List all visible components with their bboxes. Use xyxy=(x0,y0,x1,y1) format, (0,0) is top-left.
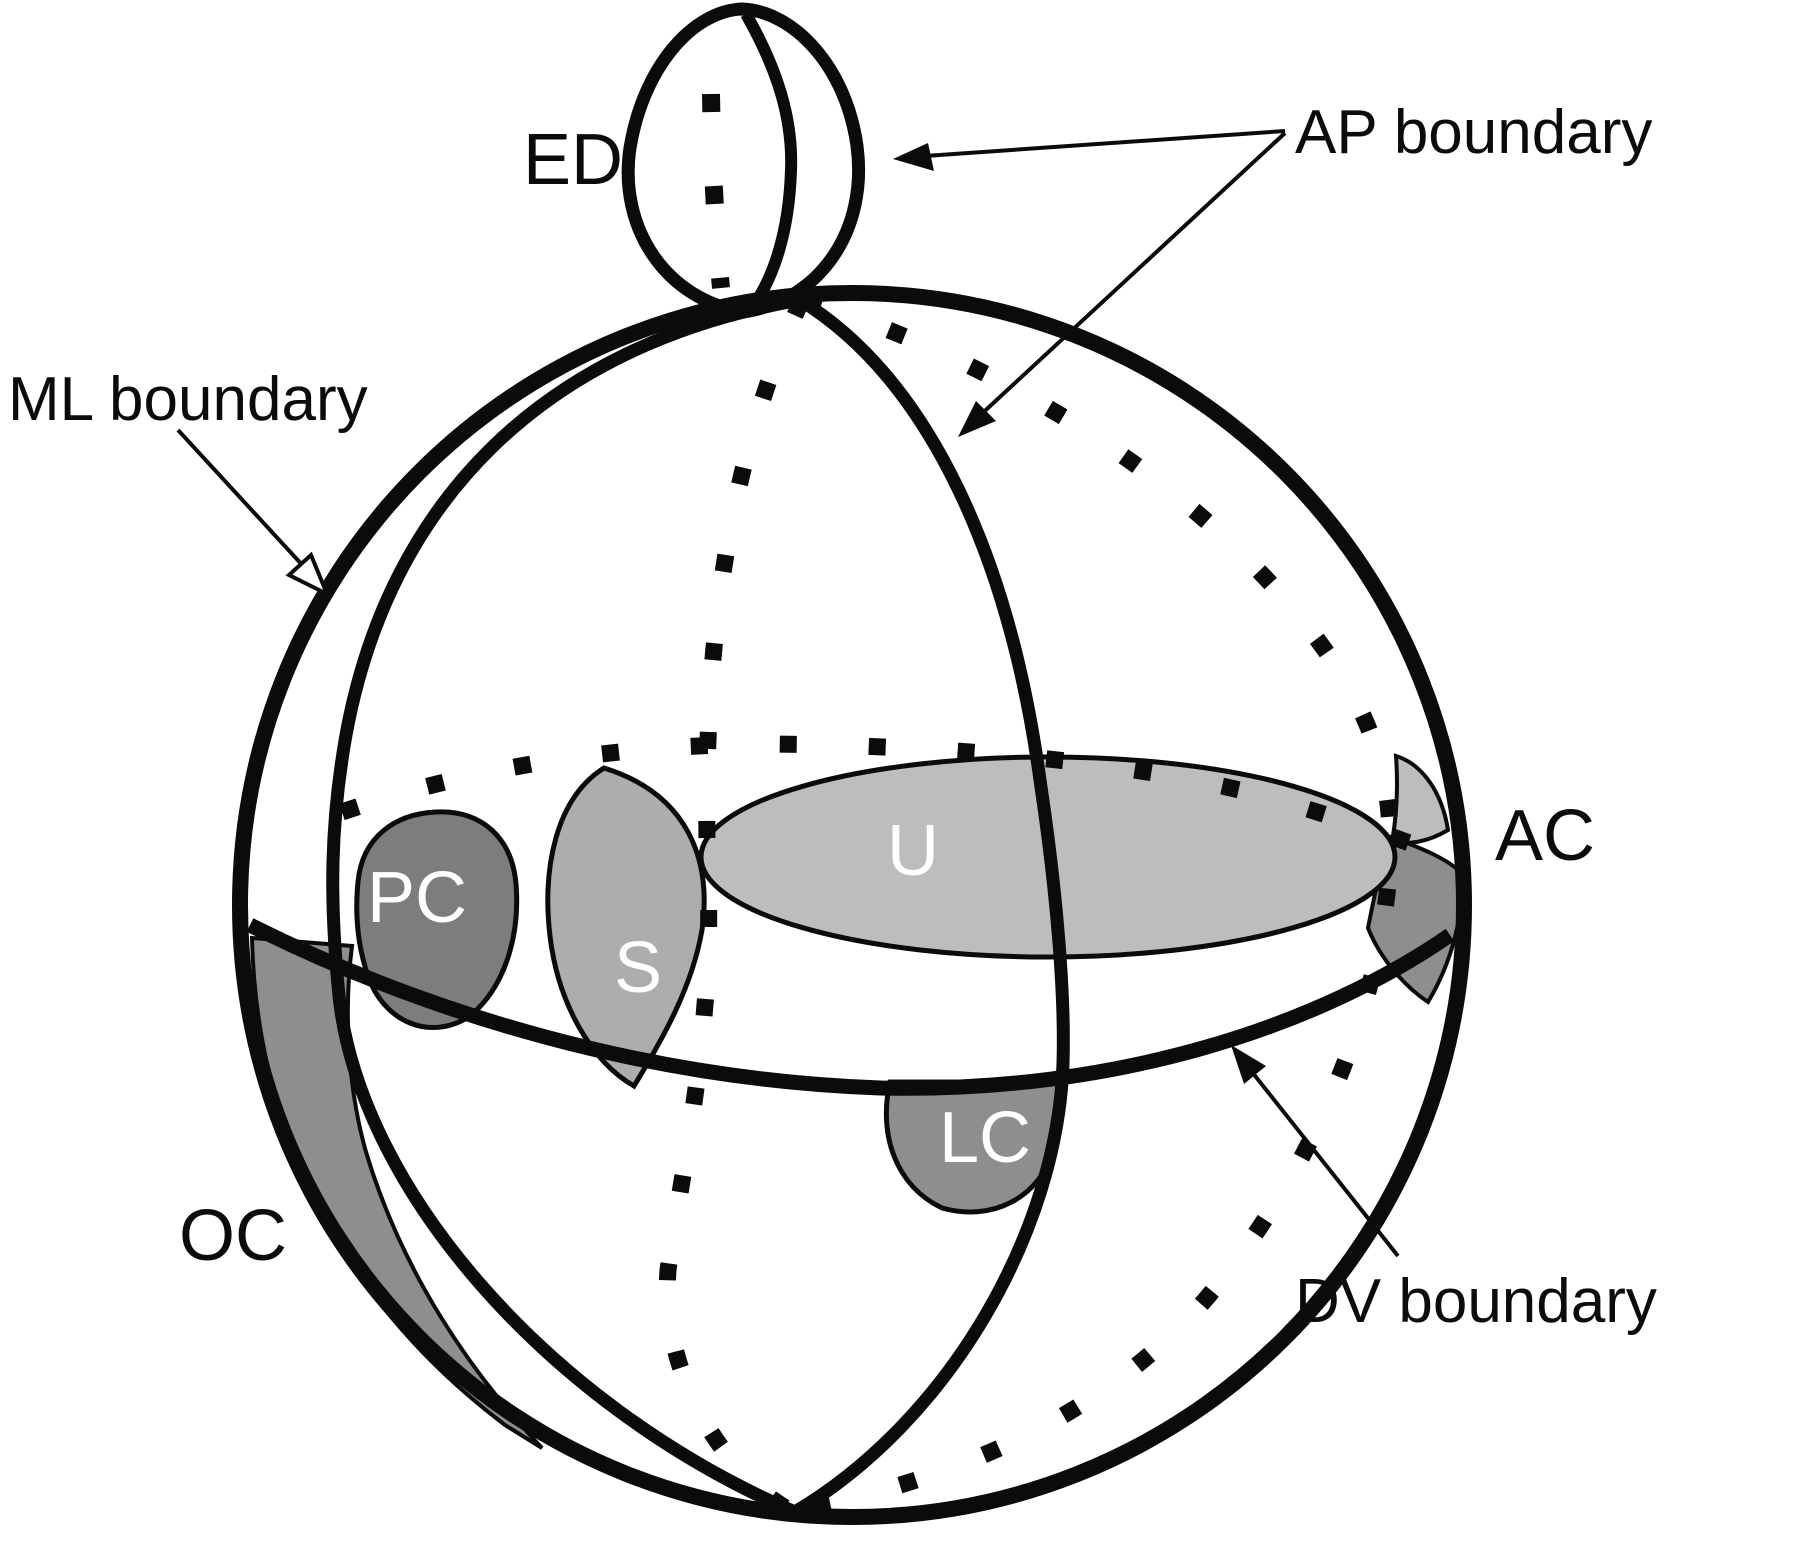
label-lc: LC xyxy=(939,1098,1031,1178)
label-ml-boundary: ML boundary xyxy=(8,365,368,434)
sphere-outline xyxy=(232,285,1472,1525)
ml-arrowhead-open xyxy=(285,551,331,599)
ed-vesicle-group xyxy=(621,2,866,319)
ap-arrowhead-sphere xyxy=(958,401,996,437)
ml-boundary-line xyxy=(326,293,802,1518)
label-pc: PC xyxy=(367,858,467,938)
solid-boundaries-group xyxy=(232,285,1472,1525)
label-ed: ED xyxy=(523,120,623,200)
filled-arrowheads-group xyxy=(893,143,1266,1084)
label-dv-boundary: DV boundary xyxy=(1295,1267,1657,1336)
dv-boundary-line xyxy=(246,918,1455,1096)
region-ac-lower xyxy=(1365,833,1465,1005)
arrows-group xyxy=(176,129,1400,1258)
label-ap-boundary: AP boundary xyxy=(1295,98,1652,167)
label-oc: OC xyxy=(179,1196,287,1276)
ap-arrowhead-ed xyxy=(893,143,934,171)
region-ac-upper xyxy=(1389,753,1451,846)
region-labels-group: PC S U LC xyxy=(367,811,1031,1178)
ed-ap-meridian-line xyxy=(740,11,798,310)
ap-boundary-arrow-line-ed xyxy=(924,129,1286,158)
diagram-root-group: ED AP boundary ML boundary DV boundary O… xyxy=(8,2,1657,1525)
label-u: U xyxy=(887,811,939,891)
ed-vesicle-outline xyxy=(621,2,866,319)
ml-boundary-arrow-line xyxy=(176,428,307,570)
dotted-boundaries-group xyxy=(339,291,1452,1520)
label-s: S xyxy=(614,928,662,1008)
ap-boundary-arrow-line-sphere xyxy=(973,131,1287,422)
ap-boundary-line xyxy=(791,294,1070,1518)
dv-boundary-arrow-line xyxy=(1250,1070,1400,1258)
label-ac: AC xyxy=(1495,796,1595,876)
outer-labels-group: ED AP boundary ML boundary DV boundary O… xyxy=(8,98,1657,1336)
ed-dotted-midline xyxy=(702,93,730,289)
region-s xyxy=(545,765,707,1090)
dv-arrowhead xyxy=(1231,1045,1266,1084)
ml-boundary-back-dotted-line xyxy=(798,291,1399,1519)
dv-boundary-back-dotted-line xyxy=(339,735,1452,866)
